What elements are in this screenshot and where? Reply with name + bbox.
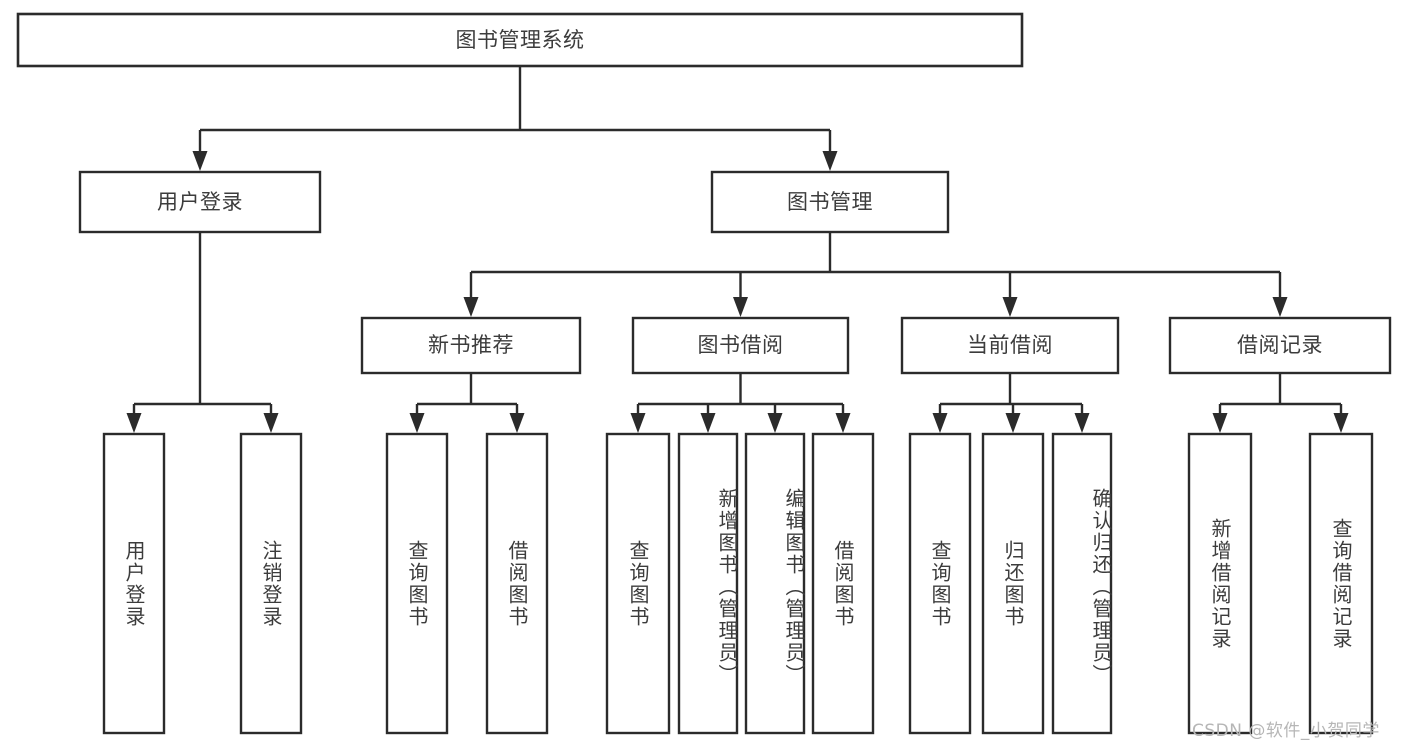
node-l3_user_login[interactable]: [104, 434, 164, 733]
node-l3_query_book_rec[interactable]: [387, 434, 447, 733]
node-box-l2_book_borrow: [631, 316, 850, 375]
arrow-head-icon: [835, 413, 851, 433]
node-l3_query_book_cur[interactable]: [910, 434, 970, 733]
node-box-l3_borrow_book_rec: [485, 432, 549, 735]
node-box-l1_user_login: [78, 170, 322, 234]
node-box-l3_confirm_return: [1051, 432, 1113, 735]
arrow-head-icon: [263, 413, 279, 433]
node-box-l2_current_borrow: [900, 316, 1120, 375]
node-box-layer: [16, 12, 1392, 735]
node-box-l3_query_book_rec: [385, 432, 449, 735]
node-box-l3_edit_book: [744, 432, 806, 735]
node-root[interactable]: [18, 14, 1022, 66]
node-l3_query_book[interactable]: [607, 434, 669, 733]
node-l3_edit_book[interactable]: [746, 434, 804, 733]
arrow-head-icon: [126, 413, 142, 433]
node-box-l3_add_book: [677, 432, 739, 735]
arrow-head-icon: [1002, 297, 1018, 317]
node-l3_add_record[interactable]: [1189, 434, 1251, 733]
node-box-l3_query_book: [605, 432, 671, 735]
connector-layer: [126, 66, 1349, 433]
node-l2_current_borrow[interactable]: [902, 318, 1118, 373]
node-box-l3_add_record: [1187, 432, 1253, 735]
arrow-head-icon: [1212, 413, 1228, 433]
arrow-head-icon: [932, 413, 948, 433]
node-l2_book_borrow[interactable]: [633, 318, 848, 373]
node-box-l3_return_book: [981, 432, 1045, 735]
node-l3_query_record[interactable]: [1310, 434, 1372, 733]
node-l3_add_book[interactable]: [679, 434, 737, 733]
arrow-head-icon: [767, 413, 783, 433]
node-box-l3_query_book_cur: [908, 432, 972, 735]
arrow-head-icon: [1005, 413, 1021, 433]
node-box-l3_user_login: [102, 432, 166, 735]
arrow-head-icon: [463, 297, 479, 317]
node-l3_confirm_return[interactable]: [1053, 434, 1111, 733]
node-box-l3_borrow_book: [811, 432, 875, 735]
arrow-head-icon: [1272, 297, 1288, 317]
arrow-head-icon: [409, 413, 425, 433]
arrow-head-icon: [509, 413, 525, 433]
arrow-head-icon: [822, 151, 838, 171]
node-box-l3_query_record: [1308, 432, 1374, 735]
arrow-head-icon: [700, 413, 716, 433]
node-l1_book_mgmt[interactable]: [712, 172, 948, 232]
arrow-head-icon: [733, 297, 748, 317]
arrow-head-icon: [630, 413, 646, 433]
node-box-l3_user_logout: [239, 432, 303, 735]
node-l2_new_book_rec[interactable]: [362, 318, 580, 373]
node-l3_borrow_book[interactable]: [813, 434, 873, 733]
arrow-head-icon: [192, 151, 208, 171]
node-box-root: [16, 12, 1024, 68]
node-box-l2_new_book_rec: [360, 316, 582, 375]
node-l1_user_login[interactable]: [80, 172, 320, 232]
node-box-l1_book_mgmt: [710, 170, 950, 234]
node-box-l2_borrow_record: [1168, 316, 1392, 375]
node-l3_return_book[interactable]: [983, 434, 1043, 733]
arrow-head-icon: [1333, 413, 1349, 433]
node-l3_user_logout[interactable]: [241, 434, 301, 733]
arrow-head-icon: [1074, 413, 1090, 433]
node-l2_borrow_record[interactable]: [1170, 318, 1390, 373]
node-l3_borrow_book_rec[interactable]: [487, 434, 547, 733]
